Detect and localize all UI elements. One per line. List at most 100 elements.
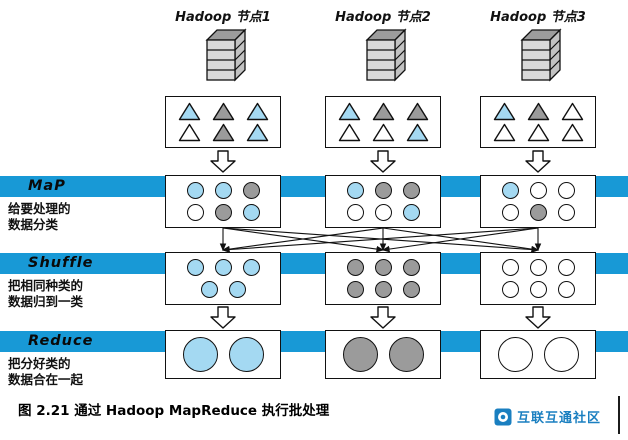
big-circle-gray <box>342 337 378 372</box>
circle-blue <box>200 280 218 298</box>
circle-white <box>529 259 547 277</box>
circle-gray <box>242 182 260 200</box>
input-data-box <box>165 96 281 148</box>
page-edge-line <box>618 396 620 434</box>
triangle-white <box>493 124 515 142</box>
circle-blue <box>242 203 260 221</box>
triangle-gray <box>406 102 428 120</box>
node-label-1: Hadoop 节点1 <box>175 10 271 25</box>
server-icon <box>520 28 562 82</box>
triangle-white <box>561 102 583 120</box>
triangle-white <box>338 124 360 142</box>
triangle-white <box>527 124 549 142</box>
reduce-band <box>0 331 628 352</box>
circle-blue <box>214 182 232 200</box>
node-label-3: Hadoop 节点3 <box>490 10 586 25</box>
big-circle-white <box>497 337 533 372</box>
circle-gray <box>374 182 392 200</box>
shape-row <box>346 182 420 200</box>
shape-row <box>346 280 420 298</box>
shuffle-crossing-arrows <box>219 228 542 253</box>
map-output-box <box>165 175 281 228</box>
shape-row <box>186 182 260 200</box>
input-data-box <box>325 96 441 148</box>
circle-gray <box>402 182 420 200</box>
shape-row <box>497 337 579 372</box>
input-data-box <box>480 96 596 148</box>
circle-blue <box>402 203 420 221</box>
big-circle-blue <box>182 337 218 372</box>
map-stage-description: 给要处理的 数据分类 <box>8 201 71 233</box>
map-desc-line-2: 数据分类 <box>8 217 59 232</box>
circle-blue <box>228 280 246 298</box>
watermark: 互联互通社区 <box>494 407 601 426</box>
watermark-text: 互联互通社区 <box>517 411 602 426</box>
shape-row <box>501 259 575 277</box>
circle-blue <box>186 182 204 200</box>
shape-row <box>501 280 575 298</box>
circle-white <box>501 203 519 221</box>
circle-white <box>529 182 547 200</box>
node-label-2: Hadoop 节点2 <box>335 10 431 25</box>
circle-gray <box>346 280 364 298</box>
reduce-desc-line-1: 把分好类的 <box>8 356 71 371</box>
down-arrow-icon <box>525 150 551 173</box>
shape-row <box>493 102 584 121</box>
shuffle-output-box <box>165 252 281 305</box>
circle-white <box>501 280 519 298</box>
circle-white <box>374 203 392 221</box>
circle-blue <box>501 182 519 200</box>
triangle-white <box>561 124 583 142</box>
shape-row <box>346 203 420 221</box>
triangle-gray <box>372 102 394 120</box>
server-icon <box>205 28 247 82</box>
circle-blue <box>186 259 204 277</box>
big-circle-white <box>543 337 579 372</box>
map-desc-line-1: 给要处理的 <box>8 201 71 216</box>
shape-row <box>501 203 575 221</box>
circle-gray <box>529 203 547 221</box>
community-logo-icon <box>494 408 512 425</box>
shuffle-desc-line-1: 把相同种类的 <box>8 278 84 293</box>
shape-row <box>178 123 269 142</box>
triangle-blue <box>338 102 360 120</box>
triangle-gray <box>212 124 234 142</box>
shape-row <box>342 337 424 372</box>
triangle-blue <box>246 124 268 142</box>
triangle-blue <box>178 102 200 120</box>
circle-white <box>186 203 204 221</box>
circle-gray <box>214 203 232 221</box>
triangle-gray <box>527 102 549 120</box>
down-arrow-icon <box>210 150 236 173</box>
figure-caption: 图 2.21 通过 Hadoop MapReduce 执行批处理 <box>18 403 330 419</box>
reduce-desc-line-2: 数据合在一起 <box>8 372 84 387</box>
circle-white <box>557 280 575 298</box>
shuffle-output-box <box>325 252 441 305</box>
shape-row <box>182 337 264 372</box>
shuffle-stage-label: Shuffle <box>28 255 94 271</box>
circle-gray <box>402 280 420 298</box>
down-arrow-icon <box>370 306 396 329</box>
shape-row <box>186 203 260 221</box>
circle-gray <box>374 280 392 298</box>
server-icon <box>365 28 407 82</box>
shuffle-desc-line-2: 数据归到一类 <box>8 294 84 309</box>
shape-row <box>501 182 575 200</box>
shape-row <box>346 259 420 277</box>
triangle-gray <box>212 102 234 120</box>
shape-row <box>200 280 246 298</box>
reduce-output-box <box>325 330 441 379</box>
reduce-output-box <box>165 330 281 379</box>
shuffle-output-box <box>480 252 596 305</box>
circle-blue <box>346 182 364 200</box>
triangle-blue <box>246 102 268 120</box>
circle-white <box>557 259 575 277</box>
triangle-white <box>178 124 200 142</box>
down-arrow-icon <box>370 150 396 173</box>
circle-gray <box>374 259 392 277</box>
circle-gray <box>346 259 364 277</box>
map-output-box <box>480 175 596 228</box>
big-circle-gray <box>388 337 424 372</box>
circle-white <box>346 203 364 221</box>
